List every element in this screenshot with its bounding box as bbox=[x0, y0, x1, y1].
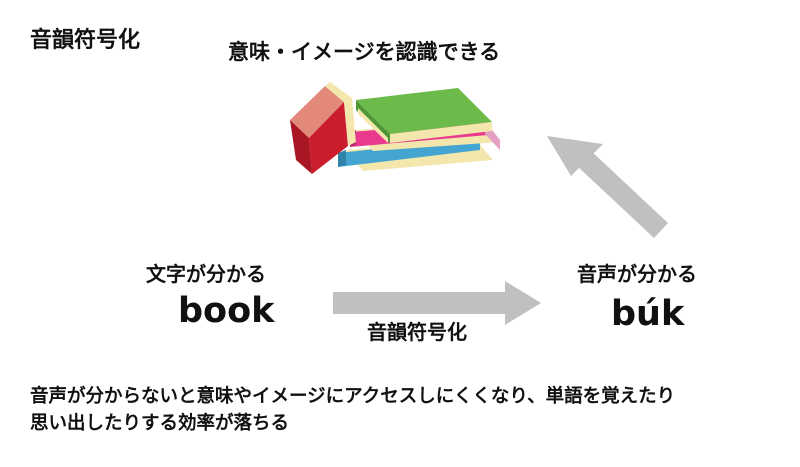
process-label: 音韻符号化 bbox=[367, 320, 467, 344]
sound-label: 音声が分かる bbox=[577, 262, 697, 286]
diagram-heading: 音韻符号化 bbox=[30, 28, 141, 53]
meaning-label: 意味・イメージを認識できる bbox=[228, 40, 501, 64]
text-word: book bbox=[178, 291, 275, 331]
explanation-note: 音声が分からないと意味やイメージにアクセスしにくくなり、単語を覚えたり 思い出し… bbox=[30, 383, 775, 437]
arrow-up-left-icon bbox=[547, 136, 668, 238]
book-green bbox=[356, 88, 492, 143]
stacked-books-icon bbox=[290, 82, 500, 174]
sound-word: búk bbox=[611, 294, 685, 334]
text-label: 文字が分かる bbox=[146, 262, 266, 286]
arrow-right-icon bbox=[333, 281, 541, 325]
book-red bbox=[290, 82, 356, 174]
note-line: 音声が分からないと意味やイメージにアクセスしにくくなり、単語を覚えたり bbox=[30, 386, 676, 407]
note-line: 思い出したりする効率が落ちる bbox=[30, 413, 290, 434]
